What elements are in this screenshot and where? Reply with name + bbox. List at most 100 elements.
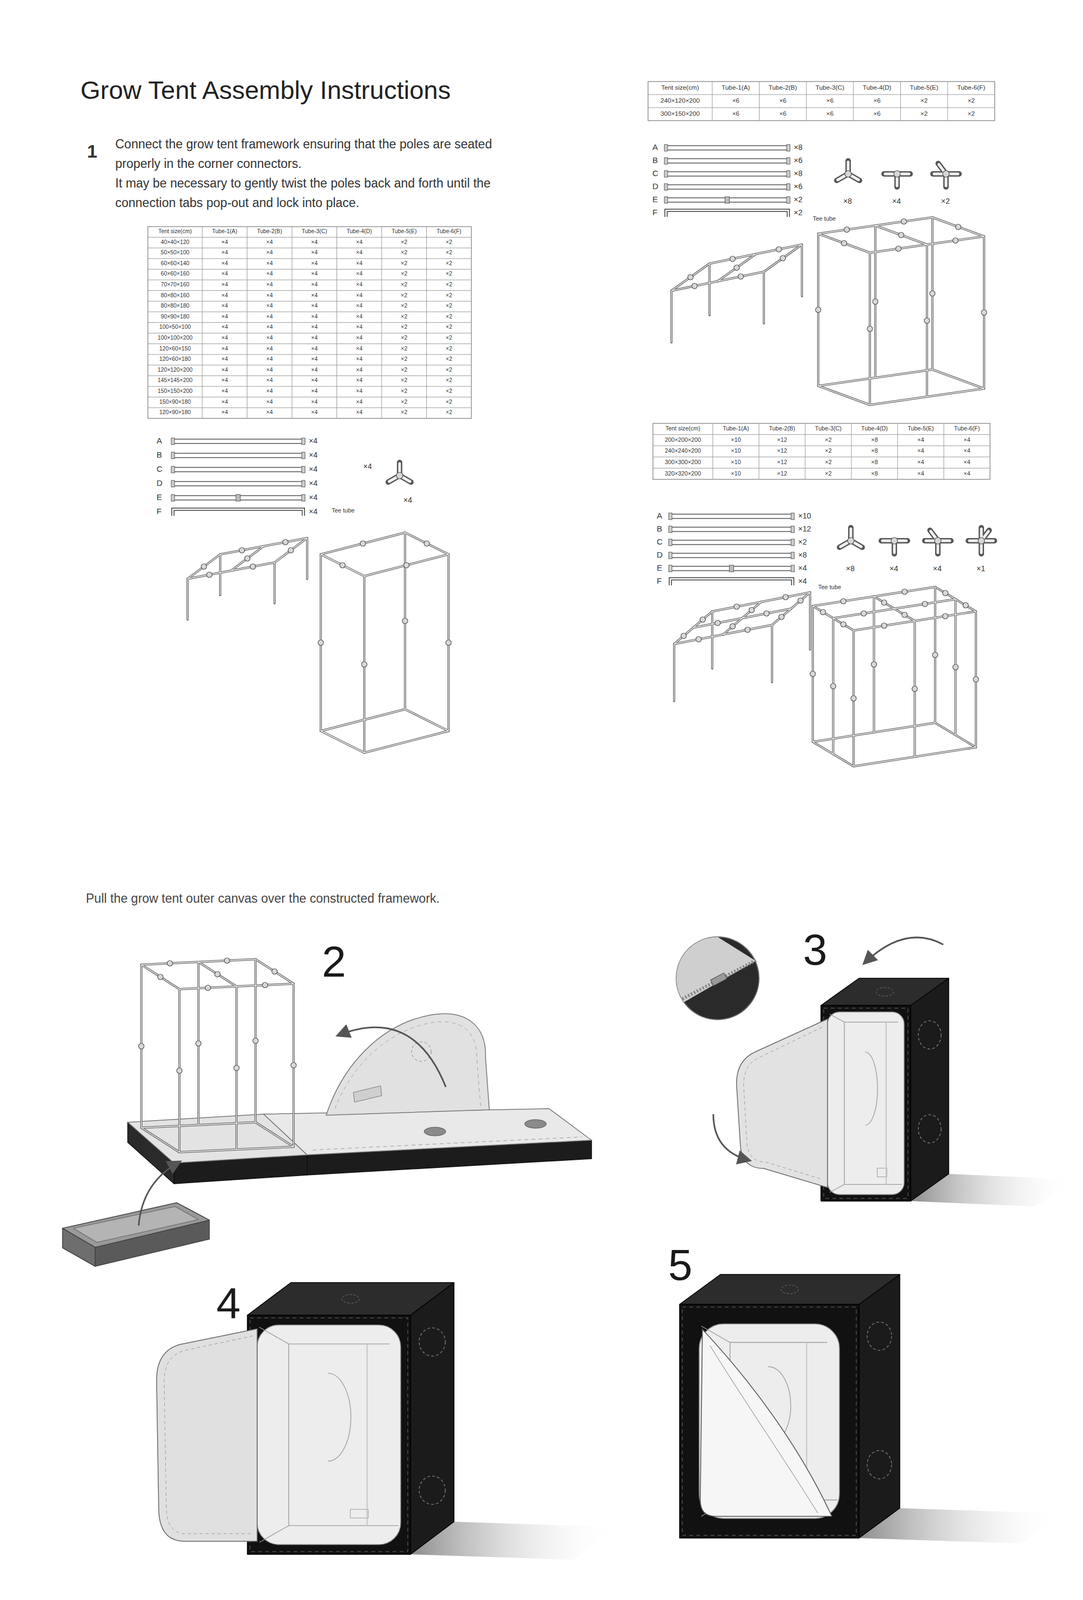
part-count: ×4 [308,507,318,517]
table-cell: 150×150×200 [147,388,203,395]
table-cell: ×2 [805,447,852,455]
connector-hub [942,170,950,178]
pole-joint [695,636,702,643]
size-table-grid [648,81,995,121]
tent-front-stitching [823,1008,908,1199]
table-rule [853,81,854,121]
table-cell: ×4 [291,302,338,310]
door-flap [156,1329,258,1542]
pole-joint [820,609,826,615]
table-header: Tube-6(F) [426,228,472,235]
table-header: Tube-5(E) [381,228,427,235]
table-cell: ×2 [900,96,948,105]
frame-pole [320,709,406,732]
table-cell: ×4 [337,399,383,406]
vent-port [781,1285,799,1295]
table-cell: ×2 [426,292,472,300]
table-rule [147,237,472,238]
bent-tube-symbol [666,210,789,217]
pole-joint [288,548,294,554]
tube-end [171,494,175,502]
part-letter: E [652,194,658,205]
door-panel [700,1329,832,1517]
canvas-stitching [334,1022,481,1110]
frame-pole [708,263,711,316]
table-rule [147,364,472,366]
connector-hub [934,537,942,545]
table-rule [900,81,901,121]
table-cell: ×4 [202,356,248,363]
table-cell: ×4 [202,334,248,342]
table-rule [147,311,472,313]
table-cell: ×4 [943,470,991,478]
pole-joint [953,664,959,671]
pole-joint [776,246,782,253]
pole-joint [780,255,786,261]
vent-port [424,1127,446,1137]
interior-pole [885,1022,887,1186]
table-cell: ×2 [381,366,427,374]
part-note: Tee tube [331,507,355,515]
frame-pole-face [364,554,449,577]
frame-pole [231,562,275,571]
part-count: ×12 [798,524,812,534]
table-rule [147,290,472,291]
pole-joint [271,969,278,975]
part-letter: C [656,537,663,547]
frame-pole-face [141,965,180,990]
table-header: Tube-5(E) [897,425,944,433]
table-cell: ×4 [291,377,338,384]
pole-joint [714,620,721,626]
pole-joint [942,590,949,596]
table-cell: ×4 [202,313,248,321]
tube-end [668,513,672,520]
frame-pole-face [755,244,802,255]
frame-pole-face [717,271,764,282]
tent-frame [815,217,987,406]
part-letter: F [156,506,162,517]
table-cell: 120×60×150 [147,345,203,353]
pole-joint [929,290,936,297]
tube-symbol [670,540,793,545]
frame-pole [812,606,834,619]
tube-end [786,170,790,178]
tent-side [410,1283,454,1555]
tube-end [171,466,175,473]
table-cell: 120×60×180 [147,356,203,363]
pole-joint [973,676,979,683]
frame-pole-face [894,608,916,622]
table-cell: ×4 [337,356,383,363]
connector-hub [978,537,985,545]
vent-port [419,1476,446,1505]
table-cell: ×4 [337,270,383,278]
table-cell: ×4 [337,281,383,289]
table-rule [648,107,995,109]
frame-pole-face [405,532,449,555]
table-cell: ×2 [381,249,427,257]
frame-pole [141,965,180,990]
table-cell: ×4 [247,388,293,395]
pole-joint [252,1038,259,1044]
tube-end [791,539,795,546]
frame-pole-face [875,225,927,245]
table-cell: ×4 [943,447,991,455]
table-cell: ×2 [381,292,427,300]
frame-pole [932,217,985,237]
table-cell: ×4 [247,356,293,363]
table-cell: ×2 [426,249,472,257]
tent-side [910,978,949,1202]
pole-joint [692,283,698,289]
pole-joint [922,601,928,607]
table-cell: ×4 [291,324,338,331]
table-rule [712,423,714,480]
bent-tube-symbol [670,579,793,586]
table-cell: 70×70×160 [147,281,203,289]
tube-end [668,539,672,546]
pole-joint [224,958,230,964]
tent-side [859,1274,900,1539]
detail-lining [676,937,756,1003]
pole-joint [744,627,751,633]
tent-frame [318,532,452,753]
table-rule [147,258,472,259]
table-cell: 90×90×180 [147,313,203,321]
